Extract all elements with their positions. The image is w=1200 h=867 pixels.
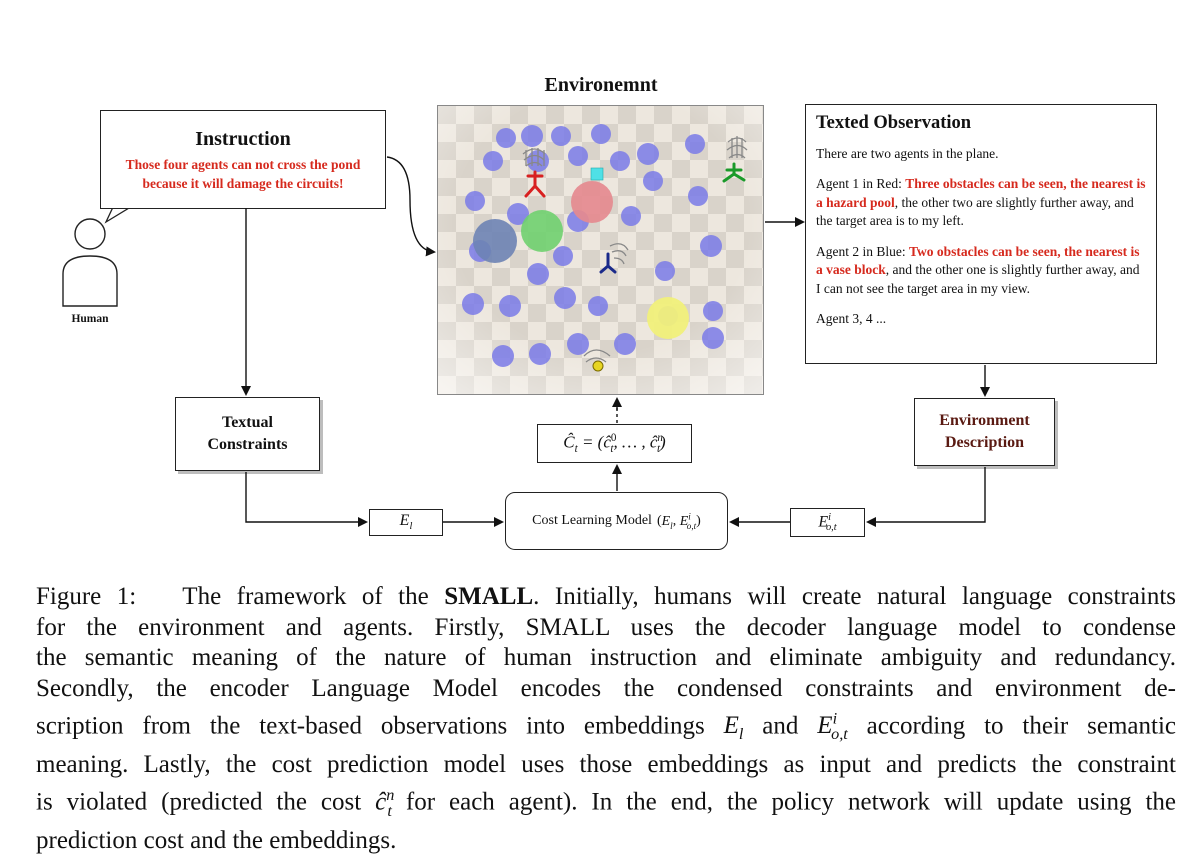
figure-caption: Figure 1: The framework of the SMALL. In… xyxy=(36,582,1176,857)
observation-title: Texted Observation xyxy=(816,113,972,133)
predicted-cost-vector-box: Ĉt = (ĉ0t, … , ĉnt) xyxy=(537,424,692,463)
language-embedding-symbol: El xyxy=(399,512,413,533)
observation-agent-1: Agent 1 in Red: Three obstacles can be s… xyxy=(816,175,1146,231)
textual-constraints-line-1: Textual xyxy=(222,414,273,431)
vase-block xyxy=(590,167,604,181)
cost-learning-model-args: (El, Eio,t) xyxy=(656,511,701,531)
connector-arrows xyxy=(241,156,990,527)
instruction-line-2: because it will damage the circuits! xyxy=(142,176,344,191)
caption-line-5: scription from the text-based observatio… xyxy=(36,710,1176,744)
caption-line-4: Secondly, the encoder Language Model enc… xyxy=(36,674,1176,702)
caption-line-7: is violated (predicted the cost ĉnt for … xyxy=(36,786,1176,820)
cost-learning-model-label: Cost Learning Model xyxy=(532,513,652,528)
agent-2-highlight: Two obstacles can be seen, the nearest i… xyxy=(816,243,1140,278)
textual-constraints-line-2: Constraints xyxy=(207,436,288,453)
human-label: Human xyxy=(71,313,109,325)
agent-1-lead: Agent 1 in Red: xyxy=(816,176,906,191)
environment-title: Environemnt xyxy=(544,74,658,96)
hazard-pool-disc xyxy=(571,181,613,223)
predicted-cost-formula: Ĉt = (ĉ0t, … , ĉnt) xyxy=(563,431,666,456)
blue-agent xyxy=(599,252,617,274)
cost-learning-model-box: Cost Learning Model (El, Eio,t) xyxy=(505,492,728,550)
green-agent-lidar xyxy=(726,136,748,159)
caption-line-8: prediction cost and the embeddings. xyxy=(36,827,397,855)
environment-scene xyxy=(438,106,763,394)
green-agent xyxy=(722,162,746,183)
language-embedding-box: El xyxy=(369,509,443,536)
observation-more-agents: Agent 3, 4 ... xyxy=(816,311,887,326)
agent-1-rest: , the other two are slightly further awa… xyxy=(816,194,1134,229)
environment-render-image xyxy=(437,105,764,395)
observation-embedding-box: Eio,t xyxy=(790,508,865,537)
human-icon xyxy=(62,218,118,307)
goal-yellow-disc xyxy=(647,297,689,339)
instruction-line-1: Those four agents can not cross the pond xyxy=(125,157,361,172)
observation-embedding-symbol: Eio,t xyxy=(818,511,837,534)
agent-2-rest: , and the other one is slightly further … xyxy=(816,262,1140,296)
observation-intro: There are two agents in the plane. xyxy=(816,145,999,161)
environment-description-line-2: Description xyxy=(944,434,1025,451)
obstacle-circles xyxy=(462,124,724,367)
agent-2-lead: Agent 2 in Blue: xyxy=(816,243,909,259)
red-agent xyxy=(524,170,546,198)
instruction-text: Those four agents can not cross the pond… xyxy=(107,155,379,193)
caption-line-2: for the environment and agents. Firstly,… xyxy=(36,613,1176,641)
steel-blue-disc xyxy=(473,219,517,263)
texted-observation-box: Texted Observation There are two agents … xyxy=(805,104,1157,364)
blue-agent-lidar xyxy=(609,243,629,265)
agent-1-highlight: Three obstacles can be seen, the nearest… xyxy=(816,176,1146,210)
red-agent-lidar xyxy=(522,148,546,167)
goal-green-disc xyxy=(521,210,563,252)
caption-line-1: Figure 1: The framework of the SMALL. In… xyxy=(36,583,1176,610)
environment-description-line-1: Environment xyxy=(939,412,1030,429)
observation-agent-2: Agent 2 in Blue: Two obstacles can be se… xyxy=(816,243,1146,299)
environment-description-box: Environment Description xyxy=(914,398,1055,466)
instruction-box: Instruction Those four agents can not cr… xyxy=(100,110,386,209)
instruction-title: Instruction xyxy=(195,128,291,150)
yellow-agent xyxy=(583,349,611,372)
textual-constraints-box: Textual Constraints xyxy=(175,397,320,471)
caption-line-6: meaning. Lastly, the cost prediction mod… xyxy=(36,750,1176,778)
caption-line-3: the semantic meaning of the nature of hu… xyxy=(36,644,1176,671)
